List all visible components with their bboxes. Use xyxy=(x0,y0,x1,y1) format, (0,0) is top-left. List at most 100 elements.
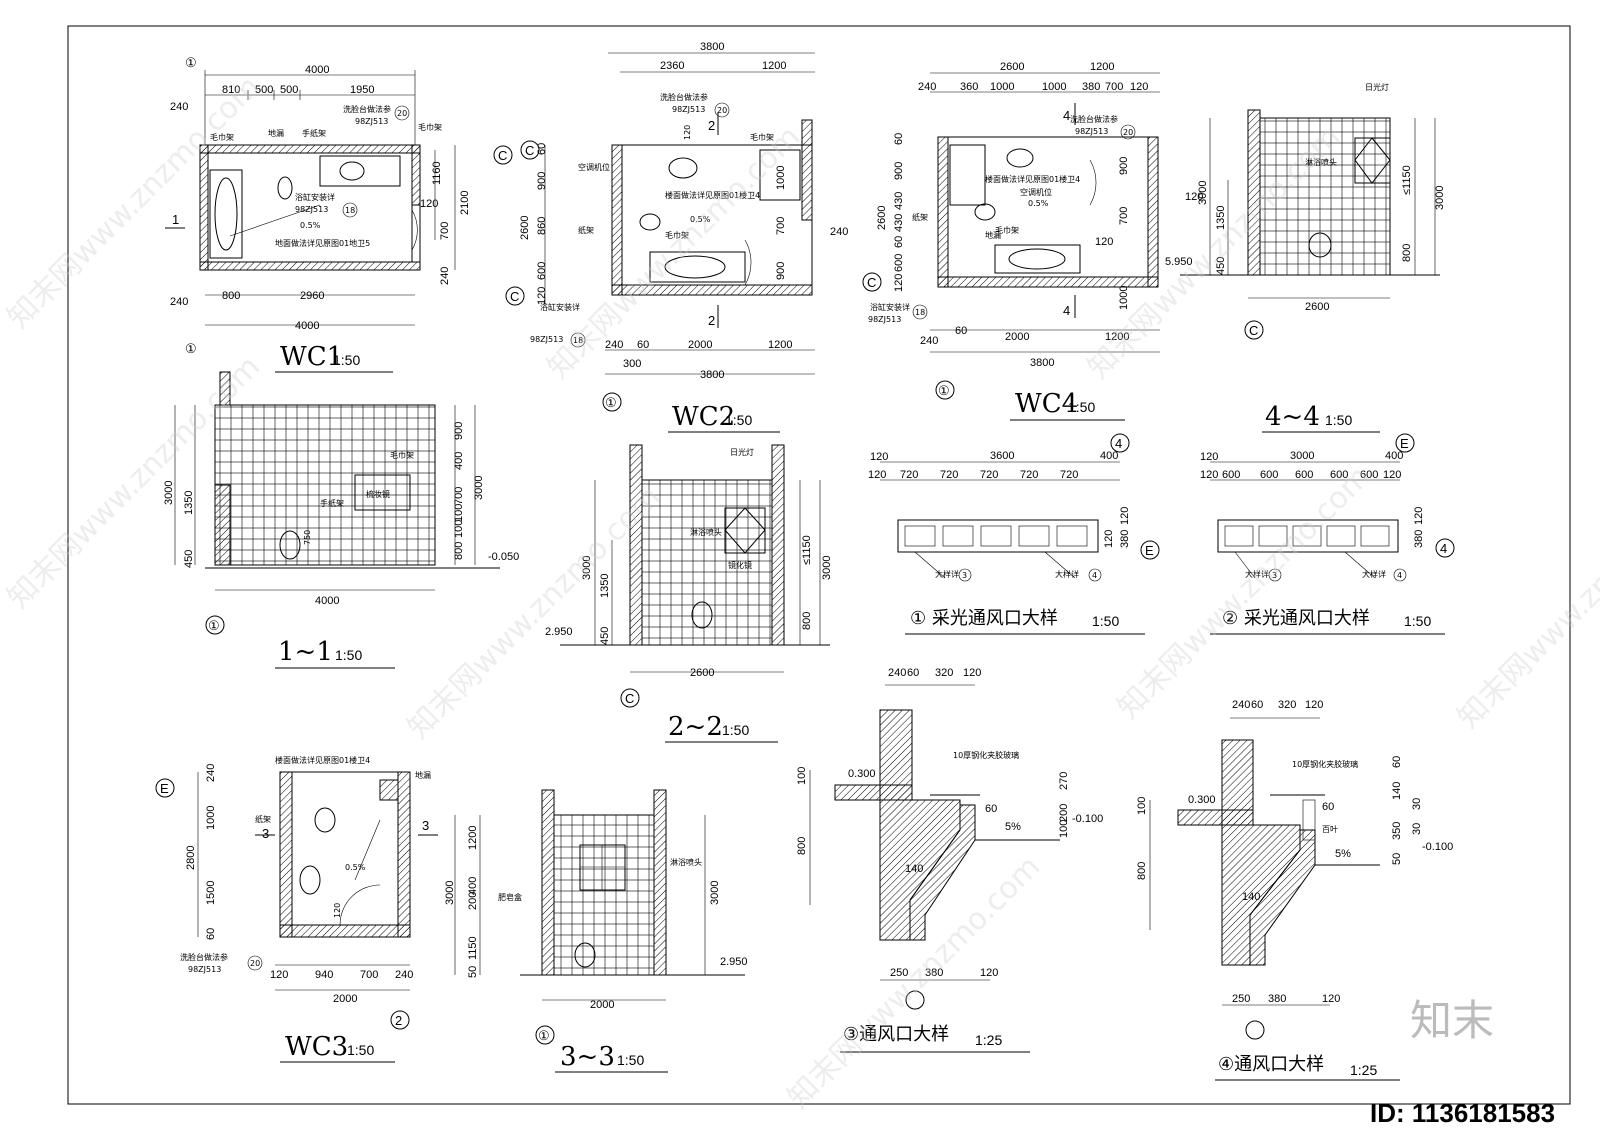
dim: 250 xyxy=(1232,993,1250,1005)
dim: 120 xyxy=(1413,507,1425,525)
dim: 2600 xyxy=(876,206,888,230)
dim: 1500 xyxy=(205,881,217,905)
title-wc1: WC1 xyxy=(280,342,343,372)
dim: 1000 xyxy=(1042,81,1066,93)
dim: 3000 xyxy=(1290,450,1314,462)
dim: 240 xyxy=(439,267,451,285)
dim: 240 xyxy=(830,226,848,238)
axis-bubble: C xyxy=(498,148,507,163)
note: 日光灯 xyxy=(1365,82,1389,92)
dim: 2960 xyxy=(300,290,324,302)
note: 18 xyxy=(573,336,583,345)
note: 地面做法详见原图01地卫5 xyxy=(275,238,370,248)
dim: 720 xyxy=(1060,469,1078,481)
axis-bubble: C xyxy=(525,143,534,158)
note: 0.5% xyxy=(300,221,321,230)
dim: ≤1150 xyxy=(1401,165,1413,195)
dim: 1160 xyxy=(431,161,443,185)
axis-bubble: E xyxy=(1145,543,1154,558)
dim: 3000 xyxy=(1197,181,1209,205)
dim: 1350 xyxy=(599,574,611,598)
section-2-2: 日光灯 淋浴喷头 镜化镜 3000 1350 450 2.950 ≤1150 3… xyxy=(545,444,833,708)
dim: 1000 xyxy=(990,81,1014,93)
dim: 450 xyxy=(599,627,611,645)
note: 98ZJ513 xyxy=(672,105,705,114)
dim: 50 xyxy=(1391,853,1403,865)
axis-bubble: ① xyxy=(185,55,197,70)
note: 18 xyxy=(915,308,925,317)
note: 浴缸安装详 xyxy=(295,192,335,202)
note: 3 xyxy=(1272,571,1277,580)
dim: 720 xyxy=(1020,469,1038,481)
dim: 3000 xyxy=(709,881,721,905)
detail-3-vent: 240 60 320 120 0.300 10厚钢化夹胶玻璃 60 5% -0.… xyxy=(796,667,1103,1010)
dim: 860 xyxy=(536,217,548,235)
dim: 3000 xyxy=(473,476,485,500)
dim: 240 xyxy=(1232,699,1250,711)
note: 毛巾架 xyxy=(210,132,234,142)
note: 洗脸台做法参 xyxy=(343,104,391,114)
dim: 700 xyxy=(453,487,465,505)
note: 毛巾架 xyxy=(750,132,774,142)
dim: 600 xyxy=(1360,469,1378,481)
axis-bubble: C xyxy=(510,289,519,304)
dim: 120 xyxy=(1200,451,1218,463)
dim: 60 xyxy=(1391,756,1403,768)
dim: 120 xyxy=(868,469,886,481)
dim: 120 xyxy=(1200,469,1218,481)
dim: 120 xyxy=(536,287,548,305)
note: 10厚钢化夹胶玻璃 xyxy=(1292,759,1358,769)
dim: 30 xyxy=(1411,798,1423,810)
wc2-plan: 3800 2360 1200 洗脸台做法参 98ZJ513 20 空调机位 楼面… xyxy=(505,41,848,412)
note: 20 xyxy=(397,109,407,118)
dim: 380 xyxy=(1413,530,1425,548)
note: 20 xyxy=(717,106,727,115)
note: 洗脸台做法参 xyxy=(1070,114,1118,124)
note: 洗脸台做法参 xyxy=(180,952,228,962)
note: 毛巾架 xyxy=(390,450,414,460)
note: 98ZJ513 xyxy=(530,335,563,344)
axis-bubble: 4 xyxy=(1440,541,1447,556)
dim: 250 xyxy=(890,967,908,979)
dim: 120 xyxy=(1095,236,1113,248)
title-wc4: WC4 xyxy=(1015,389,1078,419)
dim: 380 xyxy=(1268,993,1286,1005)
title-s33: 3~3 xyxy=(560,1042,615,1072)
dim: 4000 xyxy=(315,595,339,607)
dim: 900 xyxy=(453,422,465,440)
dim: 3800 xyxy=(1030,357,1054,369)
sheet-border xyxy=(67,25,1571,1105)
dim: 120 xyxy=(1130,81,1148,93)
section-3-3: 淋浴喷头 肥皂盒 1200 3000 400 200 1150 50 3000 … xyxy=(444,789,748,1045)
dim: 380 xyxy=(925,967,943,979)
dim: 240 xyxy=(605,339,623,351)
axis-bubble: ① xyxy=(605,395,617,410)
wc1-plan: 4000 810 500 500 1950 240 毛巾架 地漏 手纸架 洗脸台… xyxy=(165,55,513,356)
axis-bubble: C xyxy=(625,691,634,706)
note: 纸架 xyxy=(255,814,271,824)
dim: 120 xyxy=(270,969,288,981)
dim: 120 xyxy=(980,967,998,979)
dim: 3000 xyxy=(1434,186,1446,210)
axis-bubble: E xyxy=(160,781,169,796)
dim: 240 xyxy=(170,296,188,308)
dim: 100 xyxy=(1136,797,1148,815)
scale-s33: 1:50 xyxy=(617,1052,644,1068)
dim: 2000 xyxy=(1005,331,1029,343)
note: 淋浴喷头 xyxy=(1305,157,1337,167)
note: 楼面做法详见原图01楼卫4 xyxy=(665,190,760,200)
dim: 3000 xyxy=(821,556,833,580)
dim: 3800 xyxy=(700,41,724,53)
dim: 320 xyxy=(1278,699,1296,711)
note: 楼面做法详见原图01楼卫4 xyxy=(985,174,1080,184)
note: 手纸架 xyxy=(320,498,344,508)
dim: 380 xyxy=(1119,530,1131,548)
note: 10厚钢化夹胶玻璃 xyxy=(953,750,1019,760)
image-id-label: ID: 1136181583 xyxy=(1370,1098,1555,1128)
dim: 1350 xyxy=(183,491,195,515)
note: 0.5% xyxy=(1028,199,1049,208)
dim: 120 xyxy=(1383,469,1401,481)
note: 98ZJ513 xyxy=(355,117,388,126)
note: 手纸架 xyxy=(302,128,326,138)
dim: 60 xyxy=(893,133,905,145)
